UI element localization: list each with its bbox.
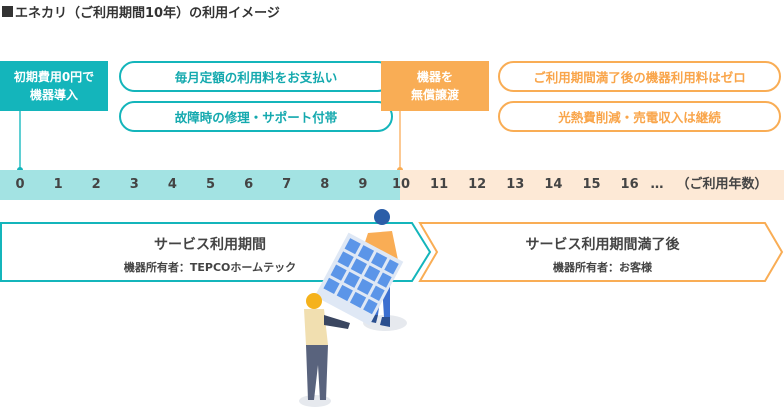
transfer-box-line2: 無償譲渡 [410,88,459,102]
timeline-unit-label: （ご利用年数） [676,177,768,192]
transfer-connector [399,111,401,170]
phase-owner: 機器所有者：お客様 [553,261,652,274]
timeline-year-12: 12 [468,177,487,192]
page-title: エネカリ（ご利用期間10年）の利用イメージ [2,2,280,21]
transfer-box-line1: 機器を [416,70,453,84]
start-box-line2: 機器導入 [29,88,78,102]
after-phase-label: サービス利用期間満了後 機器所有者：お客様 [440,234,765,275]
benefit-pill: ご利用期間満了後の機器利用料はゼロ [498,61,781,92]
timeline-year-3: 3 [129,177,139,192]
timeline-year-2: 2 [91,177,101,192]
square-bullet-icon [2,6,13,17]
service-phase-label: サービス利用期間 機器所有者：TEPCOホームテック [0,234,420,275]
timeline-year-13: 13 [506,177,525,192]
workers-solar-panel-illustration [299,209,407,407]
start-box-line1: 初期費用0円で [13,70,95,84]
timeline-year-16: 16 [620,177,639,192]
service-phase-arrow [0,222,432,282]
benefit-pill: 毎月定額の利用料をお支払い [119,61,393,92]
timeline-year-7: 7 [282,177,292,192]
timeline-year-5: 5 [205,177,216,192]
timeline-year-9: 9 [358,177,368,192]
timeline-year-0: 0 [15,177,25,192]
timeline-after-period [400,170,784,200]
start-connector [19,111,21,170]
timeline-year-1: 1 [53,177,63,192]
timeline-ellipsis: … [650,177,664,192]
timeline-year-11: 11 [430,177,449,192]
timeline-year-8: 8 [320,177,330,192]
timeline-year-14: 14 [544,177,563,192]
start-box: 初期費用0円で機器導入 [0,61,108,111]
phase-title: サービス利用期間満了後 [525,237,680,253]
phase-title: サービス利用期間 [154,237,266,253]
timeline-service-period [0,170,400,200]
phase-owner: 機器所有者：TEPCOホームテック [123,261,297,274]
title-text: エネカリ（ご利用期間10年）の利用イメージ [15,6,280,21]
timeline-year-15: 15 [582,177,601,192]
timeline-year-4: 4 [167,177,177,192]
transfer-box: 機器を無償譲渡 [381,61,489,111]
timeline-year-6: 6 [244,177,254,192]
benefit-pill: 光熱費削減・売電収入は継続 [498,101,781,132]
benefit-pill: 故障時の修理・サポート付帯 [119,101,393,132]
after-phase-arrow [418,222,784,282]
timeline-year-10: 10 [391,177,411,192]
phase-arrows [0,222,784,282]
